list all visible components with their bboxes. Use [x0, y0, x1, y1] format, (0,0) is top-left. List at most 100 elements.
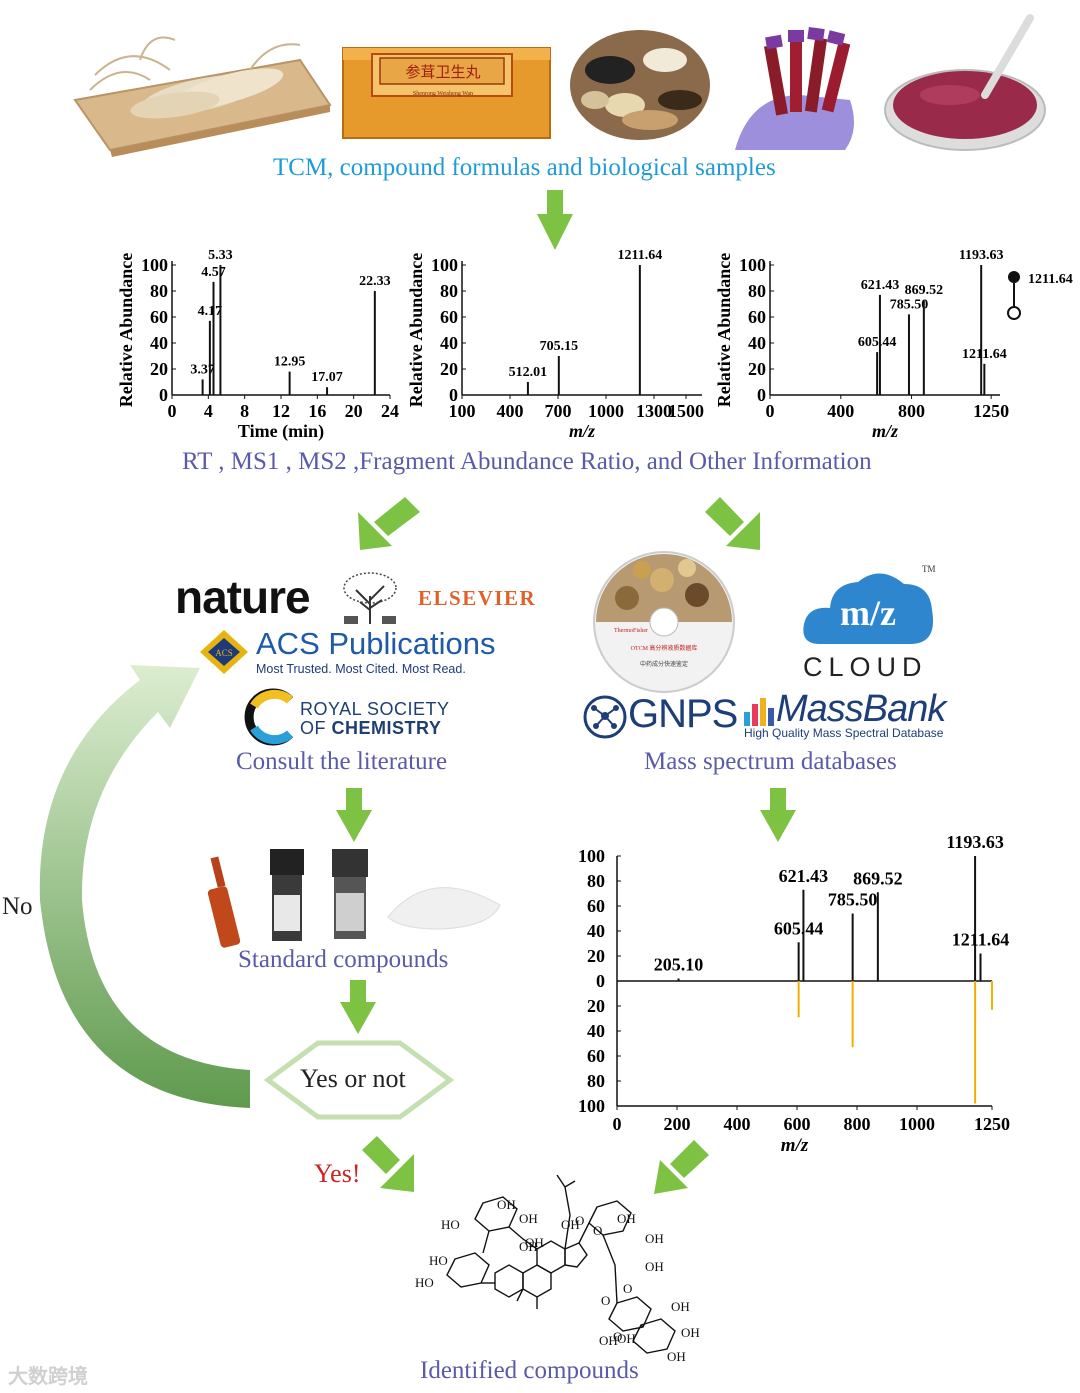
- acs-publications-logo: ACS Publications: [256, 626, 496, 661]
- peak-label: 3.37: [190, 362, 215, 377]
- rsc-c-icon: [244, 688, 294, 746]
- peak-label: 512.01: [509, 365, 548, 380]
- precursor-label: 1211.64: [1028, 272, 1073, 287]
- fragment-icon: [1007, 306, 1021, 320]
- disc-line1: OTCM 高分辨液质数据库: [631, 644, 698, 652]
- x-tick-label: 400: [827, 401, 854, 421]
- x-tick-label: 1000: [899, 1114, 935, 1134]
- caption-information: RT , MS1 , MS2 ,Fragment Abundance Ratio…: [182, 448, 872, 475]
- powder-image: [387, 887, 501, 930]
- arrow-no-loop: [39, 665, 250, 1108]
- no-label: No: [2, 893, 33, 920]
- atom-label: HO: [441, 1217, 460, 1232]
- x-tick-label: 8: [240, 401, 249, 421]
- peak-label: 205.10: [654, 955, 704, 975]
- arrow-down-literature: [336, 788, 372, 842]
- atom-label: OH: [525, 1235, 544, 1250]
- peak-label: 1211.64: [952, 930, 1010, 950]
- atom-label: O: [575, 1213, 584, 1228]
- y-axis-title: Relative Abundance: [714, 253, 734, 408]
- y-axis-title: Relative Abundance: [406, 253, 426, 408]
- y-tick-label: 80: [587, 1071, 605, 1091]
- otcm-disc-icon: ThermoFisher OTCM 高分辨液质数据库 中药成分快速鉴定: [593, 551, 735, 693]
- x-tick-label: 800: [844, 1114, 871, 1134]
- peak-label: 12.95: [274, 355, 306, 370]
- atom-label: O: [593, 1223, 602, 1238]
- atom-label: OH: [497, 1197, 516, 1212]
- caption-samples: TCM, compound formulas and biological sa…: [273, 154, 776, 181]
- peak-label: 1211.64: [617, 248, 662, 263]
- y-tick-label: 100: [578, 846, 605, 866]
- x-tick-label: 1500: [668, 401, 704, 421]
- peak-label: 22.33: [359, 274, 391, 289]
- atom-label: OH: [645, 1259, 664, 1274]
- caption-literature: Consult the literature: [236, 748, 448, 775]
- rsc-line1: ROYAL SOCIETY: [300, 699, 450, 719]
- y-tick-label: 20: [587, 946, 605, 966]
- peak-label: 5.33: [208, 248, 233, 263]
- x-tick-label: 4: [204, 401, 213, 421]
- y-tick-label: 0: [757, 385, 766, 405]
- x-tick-label: 400: [497, 401, 524, 421]
- massbank-tagline: High Quality Mass Spectral Database: [744, 726, 944, 740]
- y-tick-label: 20: [150, 359, 168, 379]
- rsc-line2-bold: CHEMISTRY: [331, 718, 442, 738]
- atom-label: OH: [617, 1331, 636, 1346]
- peak-label: 4.57: [201, 265, 226, 280]
- atom-label: HO: [429, 1253, 448, 1268]
- caption-databases: Mass spectrum databases: [644, 748, 897, 775]
- peak-label: 705.15: [540, 339, 579, 354]
- mzcloud-mark: m/z: [840, 593, 896, 633]
- blood-tubes-photo: [735, 26, 854, 150]
- x-tick-label: 200: [664, 1114, 691, 1134]
- x-tick-label: 0: [766, 401, 775, 421]
- vial-image-2: [332, 849, 368, 939]
- atom-label: OH: [667, 1349, 686, 1364]
- atom-label: HO: [415, 1275, 434, 1290]
- arrow-diag-right: [705, 497, 760, 550]
- y-tick-label: 100: [431, 255, 458, 275]
- y-tick-label: 60: [587, 896, 605, 916]
- arrow-down-standards: [340, 980, 376, 1034]
- nature-logo: nature: [175, 571, 311, 623]
- y-tick-label: 20: [440, 359, 458, 379]
- package-label: 参茸卫生丸: [405, 64, 480, 81]
- y-tick-label: 80: [748, 281, 766, 301]
- package-sublabel: Shenrong Weisheng Wan: [413, 91, 473, 97]
- x-tick-label: 0: [613, 1114, 622, 1134]
- peak-label: 17.07: [311, 370, 343, 385]
- mzcloud-cloud-icon: m/z TM: [803, 564, 936, 644]
- y-tick-label: 0: [596, 971, 605, 991]
- x-axis-title: m/z: [872, 421, 898, 441]
- atom-label: OH: [561, 1217, 580, 1232]
- y-tick-label: 100: [141, 255, 168, 275]
- ginseng-photo: [73, 36, 332, 157]
- atom-label: OH: [519, 1211, 538, 1226]
- x-tick-label: 800: [898, 401, 925, 421]
- yes-label: Yes!: [314, 1159, 361, 1188]
- y-tick-label: 40: [150, 333, 168, 353]
- x-tick-label: 400: [724, 1114, 751, 1134]
- arrow-down-databases: [760, 788, 796, 842]
- atom-label: OH: [599, 1333, 618, 1348]
- arrow-spectrum-to-compound: [654, 1140, 709, 1194]
- y-tick-label: 20: [748, 359, 766, 379]
- x-tick-label: 12: [272, 401, 290, 421]
- y-tick-label: 40: [440, 333, 458, 353]
- x-tick-label: 1250: [974, 1114, 1010, 1134]
- mzcloud-word: CLOUD: [803, 652, 928, 682]
- y-tick-label: 40: [587, 1021, 605, 1041]
- atom-label: O: [623, 1281, 632, 1296]
- atom-label: O: [601, 1293, 610, 1308]
- rsc-line2-prefix: OF: [300, 718, 332, 738]
- standards-photo: [207, 849, 501, 948]
- y-tick-label: 60: [440, 307, 458, 327]
- watermark: 大数跨境: [8, 1366, 88, 1388]
- elsevier-tree-icon: [338, 570, 402, 626]
